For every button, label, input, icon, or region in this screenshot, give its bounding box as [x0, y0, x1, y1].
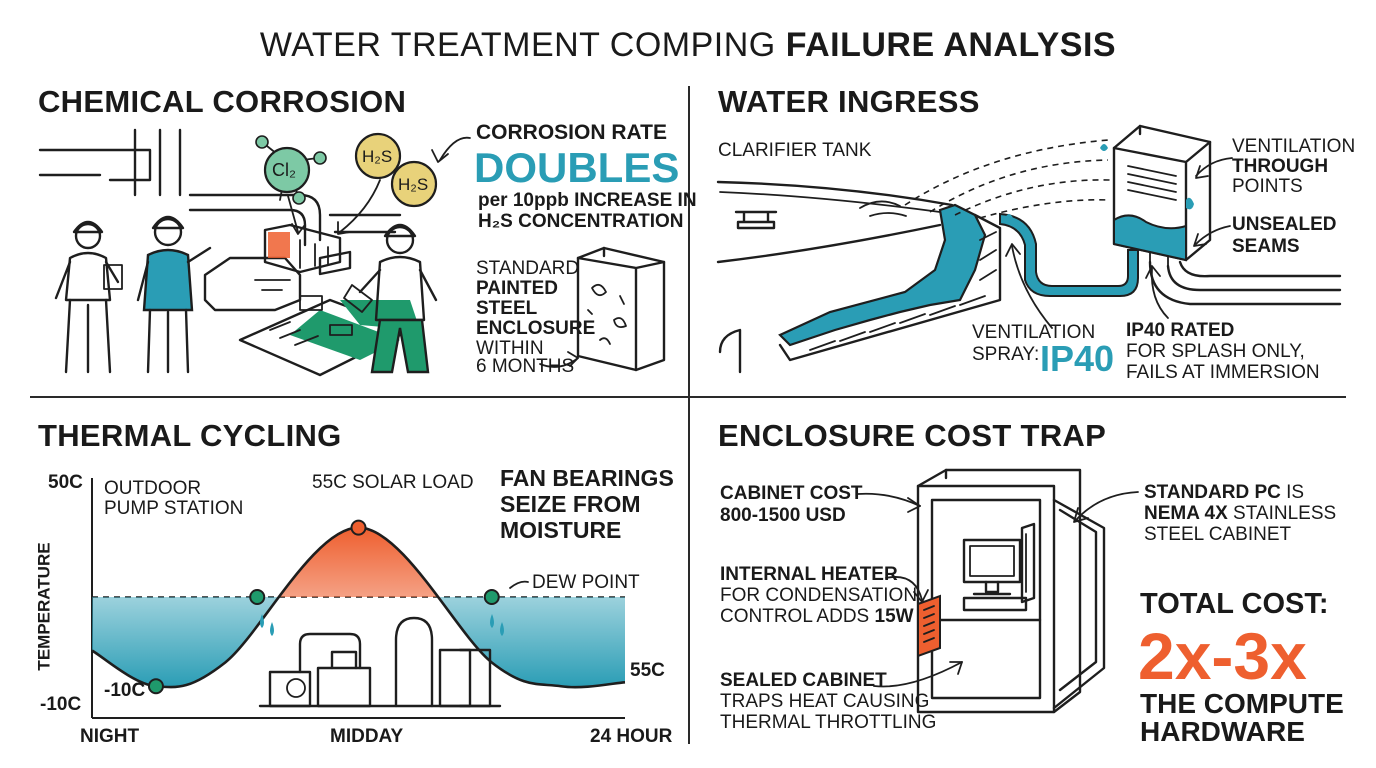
ingress-heading: WATER INGRESS — [718, 84, 980, 119]
enclosure-line-3: STEEL — [476, 298, 538, 319]
low-point — [147, 678, 164, 695]
enclosure-line-6: 6 MONTHS — [476, 356, 575, 377]
fan-line-3: MOISTURE — [500, 517, 622, 543]
cabinet-cost-line-2: 800-1500 USD — [720, 505, 846, 526]
droplets-a-icon — [260, 614, 274, 636]
pc-line-1-bold: STANDARD PC — [1144, 482, 1281, 503]
title-bold: FAILURE ANALYSIS — [785, 26, 1117, 64]
vertical-divider — [688, 86, 690, 744]
thermal-chart — [91, 478, 626, 719]
pump-station-icon — [258, 616, 502, 708]
h2s-molecule-a-icon — [354, 132, 402, 180]
cost-heading: ENCLOSURE COST TRAP — [718, 418, 1107, 453]
pc-line-2: NEMA 4X STAINLESS — [1144, 503, 1336, 524]
ingress-illustration — [716, 124, 1342, 374]
sealed-line-3: THERMAL THROTTLING — [720, 712, 937, 733]
spray-line-2: SPRAY: — [972, 344, 1040, 365]
y-tick-top: 50C — [48, 472, 83, 493]
seams-line-2: SEAMS — [1232, 236, 1300, 257]
pc-line-3: STEEL CABINET — [1144, 524, 1292, 545]
title-regular: WATER TREATMENT COMPING — [259, 26, 786, 64]
spray-line-1: VENTILATION — [972, 322, 1096, 343]
spray-ip40-value: IP40 — [1040, 338, 1115, 379]
fan-line-2: SEIZE FROM — [500, 491, 641, 517]
enclosure-line-1: STANDARD — [476, 258, 580, 279]
seams-line-1: UNSEALED — [1232, 214, 1337, 235]
x-tick-end: 24 HOUR — [590, 726, 673, 747]
page-title: WATER TREATMENT COMPING FAILURE ANALYSIS — [0, 26, 1376, 65]
heater-line-2: FOR CONDENSATION — [720, 585, 918, 606]
rusted-enclosure-icon — [576, 246, 666, 372]
station-line-1: OUTDOOR — [104, 478, 202, 499]
fan-line-1: FAN BEARINGS — [500, 465, 674, 491]
sealed-line-1: SEALED CABINET — [720, 670, 887, 691]
low-label: -10C — [104, 680, 146, 701]
peak-point — [350, 519, 367, 536]
y-axis-label: TEMPERATURE — [34, 542, 54, 671]
ip40-line-1: IP40 RATED — [1126, 320, 1235, 341]
vent-points-line-3: POINTS — [1232, 176, 1303, 197]
station-line-2: PUMP STATION — [104, 498, 244, 519]
enclosure-device-icon — [1112, 124, 1212, 267]
corrosion-illustration — [38, 128, 666, 377]
worker-2-icon — [136, 215, 212, 374]
heater-line-3: CONTROL ADDS 15W — [720, 606, 914, 627]
heater-icon — [917, 594, 941, 658]
pc-line-1: STANDARD PC IS — [1144, 482, 1304, 503]
thermal-heading: THERMAL CYCLING — [38, 418, 342, 453]
h2s-molecule-b-icon — [390, 160, 438, 208]
dew-point-a — [249, 589, 266, 605]
h2s-label-a: H₂S — [362, 147, 393, 166]
total-cost-line-3: HARDWARE — [1140, 716, 1305, 747]
computer-icon — [962, 522, 1036, 612]
total-cost-value: 2x-3x — [1138, 619, 1307, 693]
corrosion-rate-label: CORROSION RATE — [476, 121, 667, 144]
y-tick-bottom: -10C — [40, 694, 82, 715]
pc-line-2-bold: NEMA 4X — [1144, 503, 1228, 524]
cabinet-cost-line-1: CABINET COST — [720, 483, 863, 504]
droplets-b-icon — [490, 614, 504, 636]
ip40-line-2: FOR SPLASH ONLY, — [1126, 341, 1305, 362]
ip40-line-3: FAILS AT IMMERSION — [1126, 362, 1320, 383]
pc-line-2-rest: STAINLESS — [1227, 503, 1337, 524]
vent-points-line-1: VENTILATION — [1232, 136, 1356, 157]
x-tick-mid: MIDDAY — [330, 726, 404, 747]
clarifier-tank-label: CLARIFIER TANK — [718, 140, 872, 161]
heater-line-3-text: CONTROL ADDS — [720, 606, 875, 627]
cl2-molecule-icon — [255, 135, 327, 205]
total-cost-label: TOTAL COST: — [1140, 588, 1329, 620]
enclosure-line-2: PAINTED — [476, 278, 558, 299]
end-label: 55C — [630, 660, 665, 681]
x-tick-start: NIGHT — [80, 726, 140, 747]
h2s-label-b: H₂S — [398, 175, 429, 194]
total-cost-line-2: THE COMPUTE — [1140, 688, 1344, 719]
cl2-label: Cl₂ — [272, 160, 296, 180]
worker-3-icon — [343, 223, 438, 374]
dew-point-b — [483, 589, 500, 605]
worker-1-icon — [54, 220, 123, 374]
sealed-line-2: TRAPS HEAT CAUSING — [720, 691, 930, 712]
vent-points-line-2: THROUGH — [1232, 156, 1329, 177]
enclosure-line-5: WITHIN — [476, 338, 544, 359]
peak-label: 55C SOLAR LOAD — [312, 472, 474, 493]
corrosion-heading: CHEMICAL CORROSION — [38, 84, 407, 119]
corrosion-rate-line-1: per 10ppb INCREASE IN — [478, 190, 697, 211]
corrosion-rate-value: DOUBLES — [474, 144, 680, 191]
horizontal-divider — [30, 396, 1346, 398]
heater-line-1: INTERNAL HEATER — [720, 564, 898, 585]
pc-line-1-rest: IS — [1280, 482, 1305, 503]
cabinet-illustration — [857, 468, 1139, 714]
corrosion-rate-line-2: H₂S CONCENTRATION — [478, 211, 684, 232]
heater-watts: 15W — [874, 606, 914, 627]
enclosure-line-4: ENCLOSURE — [476, 318, 596, 339]
dew-point-label: DEW POINT — [532, 572, 640, 593]
